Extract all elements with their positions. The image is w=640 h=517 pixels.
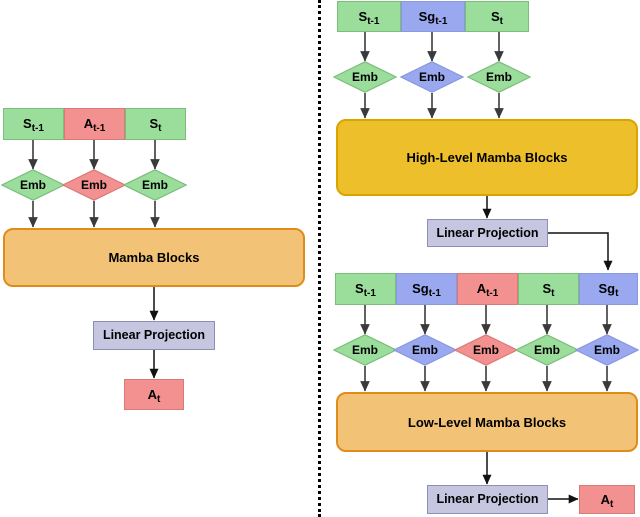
right-high-token-s-t: St [465, 1, 529, 32]
right-high-linear-projection: Linear Projection [427, 219, 548, 247]
diamond-shape [1, 169, 65, 201]
right-low-token-sg-t-1: Sgt-1 [396, 273, 457, 305]
left-token-s-t: St [125, 108, 186, 140]
right-high-emb-diamond-1: Emb [333, 61, 397, 93]
token-label: At-1 [83, 116, 106, 134]
left-emb-diamond-1: Emb [1, 169, 65, 201]
vertical-divider [318, 0, 321, 517]
emb-label: Emb [533, 343, 560, 357]
diamond-shape [333, 334, 397, 366]
output-label: At [147, 386, 161, 405]
emb-label: Emb [418, 70, 445, 84]
right-high-token-s-t-1: St-1 [337, 1, 401, 32]
mamba-blocks-label: Low-Level Mamba Blocks [407, 414, 567, 430]
token-label: At-1 [476, 281, 499, 299]
right-low-emb-diamond-1: Emb [333, 334, 397, 366]
linear-projection-label: Linear Projection [102, 328, 206, 343]
left-mamba-blocks: Mamba Blocks [3, 228, 305, 287]
emb-label: Emb [485, 70, 512, 84]
diamond-shape [575, 334, 639, 366]
left-linear-projection: Linear Projection [93, 321, 215, 350]
right-low-emb-diamond-3: Emb [454, 334, 518, 366]
diamond-shape [123, 169, 187, 201]
right-low-emb-diamond-2: Emb [393, 334, 457, 366]
output-label: At [600, 491, 614, 510]
token-label: Sgt [598, 281, 619, 299]
token-label: St [149, 116, 162, 134]
diamond-shape [393, 334, 457, 366]
emb-label: Emb [80, 178, 107, 192]
right-low-token-a-t-1: At-1 [457, 273, 518, 305]
diamond-shape [467, 61, 531, 93]
diamond-shape [515, 334, 579, 366]
token-label: St-1 [358, 8, 380, 27]
linear-projection-label: Linear Projection [436, 492, 539, 507]
emb-label: Emb [472, 343, 499, 357]
token-label: St-1 [355, 281, 376, 299]
emb-label: Emb [141, 178, 168, 192]
left-token-s-t-1: St-1 [3, 108, 64, 140]
right-high-emb-diamond-3: Emb [467, 61, 531, 93]
token-label: Sgt-1 [412, 281, 441, 299]
mamba-blocks-label: High-Level Mamba Blocks [406, 150, 568, 165]
right-low-token-s-t: St [518, 273, 579, 305]
left-token-a-t-1: At-1 [64, 108, 125, 140]
emb-label: Emb [411, 343, 438, 357]
mamba-blocks-label: Mamba Blocks [108, 250, 200, 265]
emb-label: Emb [593, 343, 620, 357]
left-emb-diamond-2: Emb [62, 169, 126, 201]
right-low-emb-diamond-4: Emb [515, 334, 579, 366]
right-output-a-t: At [579, 485, 635, 514]
diamond-shape [400, 61, 464, 93]
left-emb-diamond-3: Emb [123, 169, 187, 201]
right-low-level-mamba-blocks: Low-Level Mamba Blocks [336, 392, 638, 452]
token-label: St [542, 281, 555, 299]
right-high-emb-diamond-2: Emb [400, 61, 464, 93]
token-label: Sgt-1 [418, 8, 448, 27]
linear-projection-label: Linear Projection [436, 225, 539, 240]
emb-label: Emb [351, 343, 378, 357]
right-low-emb-diamond-5: Emb [575, 334, 639, 366]
emb-label: Emb [19, 178, 46, 192]
right-low-token-sg-t: Sgt [579, 273, 638, 305]
emb-label: Emb [351, 70, 378, 84]
diamond-shape [454, 334, 518, 366]
right-high-token-sg-t-1: Sgt-1 [401, 1, 465, 32]
diamond-shape [62, 169, 126, 201]
right-low-token-s-t-1: St-1 [335, 273, 396, 305]
right-low-linear-projection: Linear Projection [427, 485, 548, 514]
right-high-level-mamba-blocks: High-Level Mamba Blocks [336, 119, 638, 196]
token-label: St [490, 8, 503, 27]
left-output-a-t: At [124, 379, 184, 410]
diamond-shape [333, 61, 397, 93]
token-label: St-1 [23, 116, 44, 134]
